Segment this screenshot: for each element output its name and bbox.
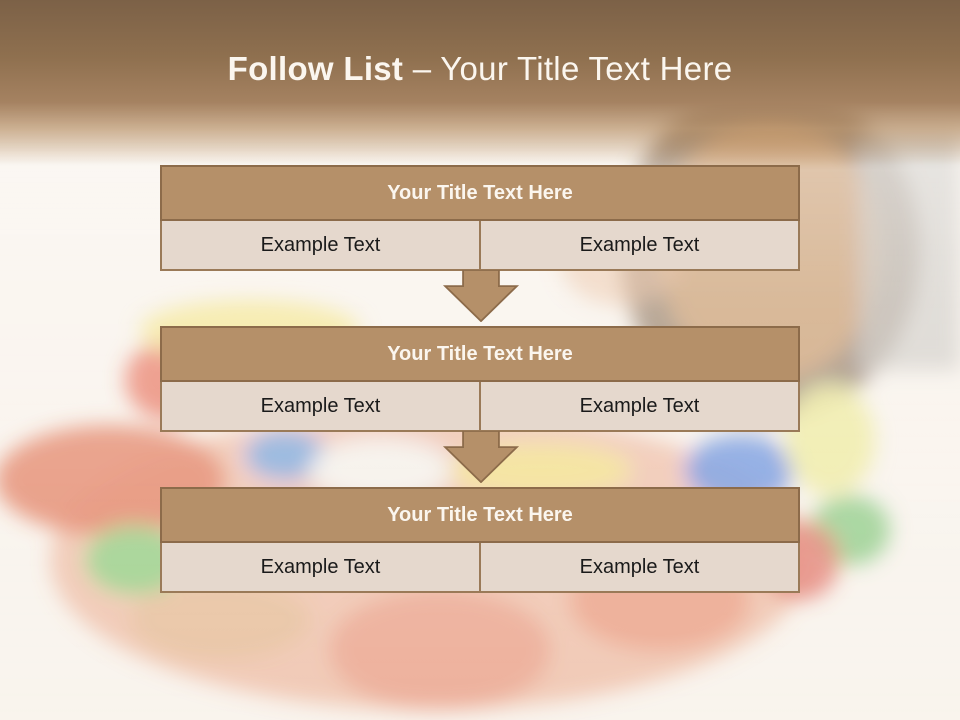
slide-title-rest: – Your Title Text Here <box>403 50 733 87</box>
block-cell-right[interactable]: Example Text <box>479 221 800 271</box>
block-row: Example Text Example Text <box>160 221 800 271</box>
block-heading[interactable]: Your Title Text Here <box>160 487 800 543</box>
list-block-2: Your Title Text Here Example Text Exampl… <box>160 326 800 432</box>
block-row: Example Text Example Text <box>160 543 800 593</box>
block-cell-right[interactable]: Example Text <box>479 543 800 593</box>
title-band <box>0 0 960 165</box>
list-block-3: Your Title Text Here Example Text Exampl… <box>160 487 800 593</box>
block-cell-left[interactable]: Example Text <box>160 221 481 271</box>
block-row: Example Text Example Text <box>160 382 800 432</box>
block-heading[interactable]: Your Title Text Here <box>160 326 800 382</box>
down-arrow-icon <box>442 431 520 483</box>
down-arrow-icon <box>442 270 520 322</box>
list-block-1: Your Title Text Here Example Text Exampl… <box>160 165 800 271</box>
block-cell-right[interactable]: Example Text <box>479 382 800 432</box>
block-cell-left[interactable]: Example Text <box>160 543 481 593</box>
block-cell-left[interactable]: Example Text <box>160 382 481 432</box>
slide-title: Follow List – Your Title Text Here <box>0 50 960 88</box>
block-heading[interactable]: Your Title Text Here <box>160 165 800 221</box>
slide-title-strong: Follow List <box>227 50 404 87</box>
